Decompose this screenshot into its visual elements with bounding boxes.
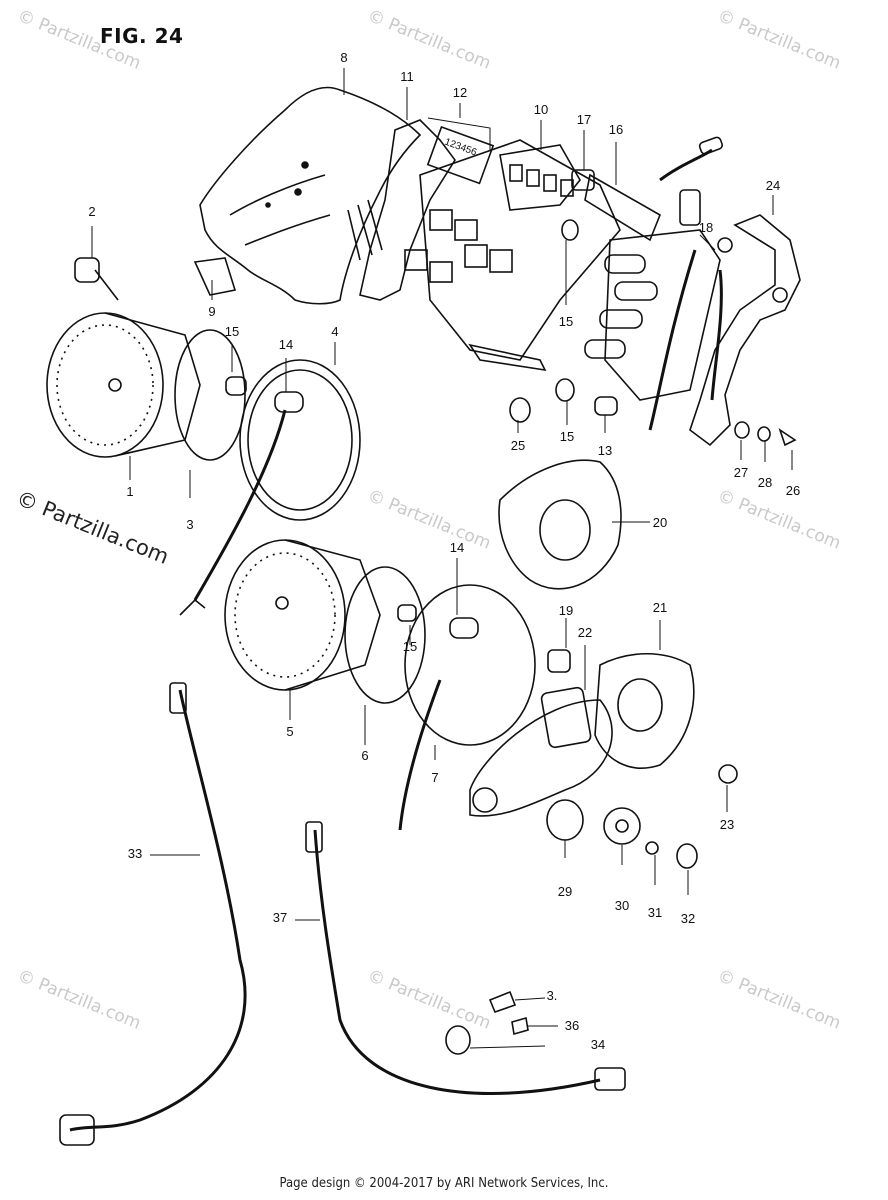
- cable-end-fittings: [445, 990, 529, 1055]
- meter-cables: [59, 682, 626, 1146]
- callout-22-25: 22: [578, 625, 592, 640]
- callout-1-20: 1: [126, 484, 133, 499]
- callout-28-18: 28: [758, 475, 772, 490]
- callout-7-30: 7: [431, 770, 438, 785]
- callout-15-27: 15: [403, 639, 417, 654]
- callout-17-4: 17: [577, 112, 591, 127]
- callout-3-38: 3.: [547, 988, 558, 1003]
- callout-16-5: 16: [609, 122, 623, 137]
- callout-3-21: 3: [186, 517, 193, 532]
- callout-15-13: 15: [559, 314, 573, 329]
- callout-15-15: 15: [560, 429, 574, 444]
- callout-15-10: 15: [225, 324, 239, 339]
- lamp-socket-harness: [571, 136, 724, 431]
- callout-21-26: 21: [653, 600, 667, 615]
- callout-29-32: 29: [558, 884, 572, 899]
- tachometer-assembly: [224, 539, 536, 831]
- callout-6-29: 6: [361, 748, 368, 763]
- callout-33-36: 33: [128, 846, 142, 861]
- meter-case-parts: [469, 459, 695, 817]
- footer-credit: Page design © 2004-2017 by ARI Network S…: [279, 1176, 609, 1191]
- indicator-panel: [359, 119, 621, 372]
- leader-lines: [91, 68, 793, 1049]
- callout-11-1: 11: [400, 69, 414, 84]
- callout-25-14: 25: [511, 438, 525, 453]
- callout-26-19: 26: [786, 483, 800, 498]
- callout-19-24: 19: [559, 603, 573, 618]
- meter-bracket: [689, 214, 801, 447]
- callout-31-34: 31: [648, 905, 662, 920]
- callout-20-22: 20: [653, 515, 667, 530]
- callout-8-0: 8: [340, 50, 347, 65]
- callout-14-11: 14: [279, 337, 293, 352]
- callout-4-12: 4: [331, 324, 338, 339]
- meter-cover-upper: [199, 86, 422, 305]
- callout-14-23: 14: [450, 540, 464, 555]
- callout-27-17: 27: [734, 465, 748, 480]
- callout-9-9: 9: [208, 304, 215, 319]
- callout-5-28: 5: [286, 724, 293, 739]
- callout-12-2: 12: [453, 85, 467, 100]
- callout-18-8: 18: [699, 220, 713, 235]
- small-hardware: [74, 219, 797, 869]
- callout-2-6: 2: [88, 204, 95, 219]
- callout-13-16: 13: [598, 443, 612, 458]
- figure-title: FIG. 24: [100, 24, 184, 48]
- callout-23-31: 23: [720, 817, 734, 832]
- callout-36-39: 36: [565, 1018, 579, 1033]
- callout-30-33: 30: [615, 898, 629, 913]
- speedometer-assembly: [46, 312, 361, 616]
- callout-34-40: 34: [591, 1037, 605, 1052]
- callout-10-3: 10: [534, 102, 548, 117]
- indicator-digit-strip: 123456: [443, 137, 479, 159]
- callout-37-37: 37: [273, 910, 287, 925]
- callout-32-35: 32: [681, 911, 695, 926]
- callout-24-7: 24: [766, 178, 780, 193]
